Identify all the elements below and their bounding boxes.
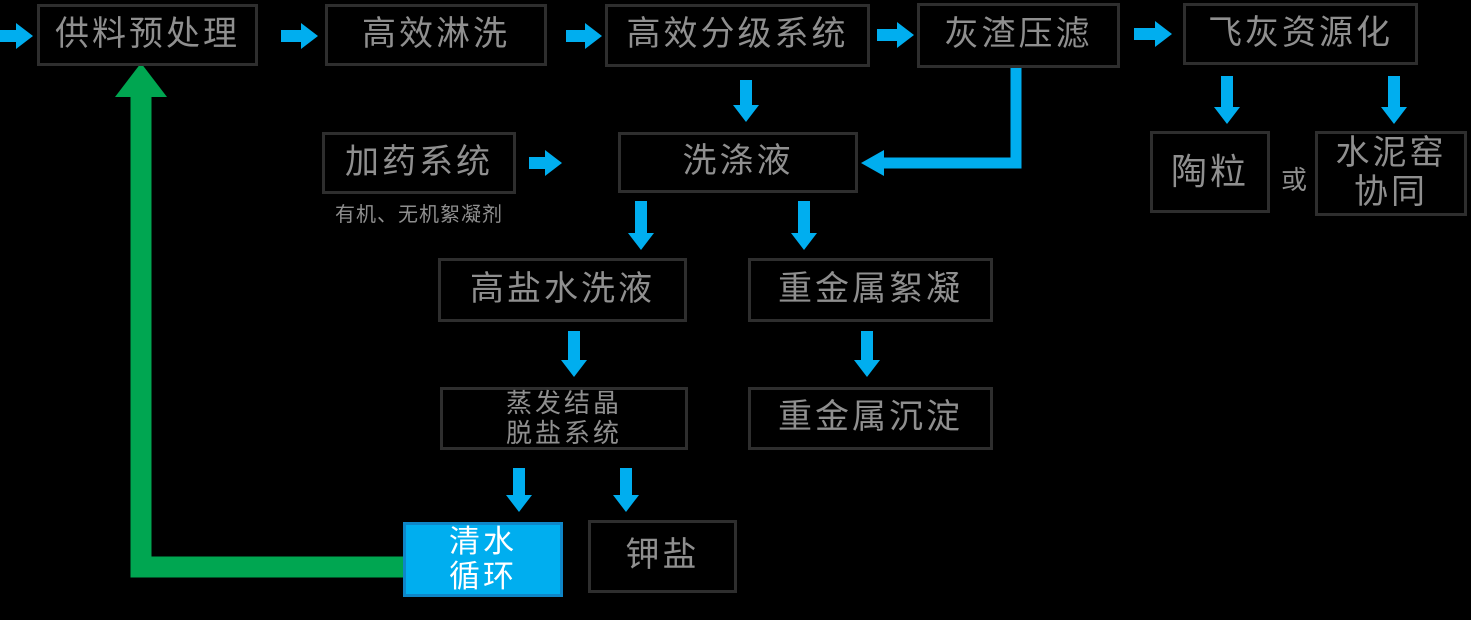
- arrow-dosing-to-washing-liquid: [529, 150, 562, 176]
- node-cement-kiln: 水泥窑 协同: [1315, 131, 1467, 216]
- or-connector-label: 或: [1281, 166, 1308, 195]
- node-clean-water-cycle: 清水 循环: [403, 522, 563, 597]
- arrow-feed-to-rinsing: [281, 23, 318, 49]
- node-dosing-system-label: 加药系统: [345, 143, 493, 181]
- arrow-classification-to-press: [877, 22, 914, 48]
- node-ash-residue-press: 灰渣压滤: [917, 3, 1120, 68]
- arrow-rinsing-to-classification: [566, 23, 602, 49]
- arrow-clean-water-recycle-head: [115, 63, 167, 97]
- arrow-press-to-washing-liquid-line: [884, 68, 1022, 169]
- arrow-washing-liquid-to-high-salt: [628, 201, 654, 250]
- arrow-resourcing-to-ceramsite: [1214, 76, 1240, 124]
- arrow-press-to-washing-liquid-head: [861, 150, 884, 176]
- node-ceramsite-label: 陶粒: [1170, 151, 1249, 192]
- arrow-flocculation-to-precipitation: [854, 331, 880, 377]
- arrow-resourcing-to-cement-kiln: [1381, 76, 1407, 124]
- node-clean-water-cycle-label: 清水 循环: [449, 523, 517, 594]
- arrow-evaporation-to-clean-water: [506, 468, 532, 512]
- arrow-press-to-resourcing: [1134, 21, 1172, 47]
- node-fly-ash-resourcing: 飞灰资源化: [1183, 3, 1418, 65]
- node-cement-kiln-label: 水泥窑 协同: [1335, 135, 1447, 211]
- node-efficient-rinsing: 高效淋洗: [325, 4, 547, 66]
- arrow-evaporation-to-potassium: [613, 468, 639, 512]
- arrow-input-to-feed-pretreatment: [0, 23, 33, 49]
- node-potassium-salt: 钾盐: [588, 520, 737, 593]
- node-efficient-rinsing-label: 高效淋洗: [362, 15, 510, 53]
- node-washing-liquid: 洗涤液: [618, 132, 858, 193]
- node-heavy-metal-flocculation-label: 重金属絮凝: [778, 270, 963, 308]
- arrow-high-salt-to-evaporation: [561, 331, 587, 377]
- dosing-system-caption: 有机、无机絮凝剂: [335, 204, 503, 226]
- node-fly-ash-resourcing-label: 飞灰资源化: [1208, 14, 1393, 52]
- node-evaporation-desalination-label: 蒸发结晶 脱盐系统: [505, 389, 622, 448]
- node-classification-system-label: 高效分级系统: [626, 16, 849, 54]
- node-high-salt-wash-label: 高盐水洗液: [470, 270, 655, 308]
- node-washing-liquid-label: 洗涤液: [682, 143, 794, 181]
- node-high-salt-wash: 高盐水洗液: [438, 258, 687, 322]
- arrow-washing-liquid-to-flocculation: [791, 201, 817, 250]
- node-ceramsite: 陶粒: [1150, 131, 1270, 213]
- arrow-clean-water-recycle-line: [130, 97, 403, 578]
- node-evaporation-desalination: 蒸发结晶 脱盐系统: [440, 387, 688, 450]
- node-heavy-metal-precipitation: 重金属沉淀: [748, 387, 993, 450]
- node-classification-system: 高效分级系统: [605, 4, 870, 67]
- arrow-classification-to-washing-liquid: [733, 80, 759, 122]
- node-ash-residue-press-label: 灰渣压滤: [944, 16, 1093, 54]
- node-heavy-metal-flocculation: 重金属絮凝: [748, 258, 993, 322]
- node-feed-pretreatment: 供料预处理: [37, 4, 258, 66]
- node-feed-pretreatment-label: 供料预处理: [55, 15, 240, 53]
- node-heavy-metal-precipitation-label: 重金属沉淀: [778, 399, 963, 437]
- node-dosing-system: 加药系统: [322, 132, 516, 194]
- node-potassium-salt-label: 钾盐: [625, 537, 700, 575]
